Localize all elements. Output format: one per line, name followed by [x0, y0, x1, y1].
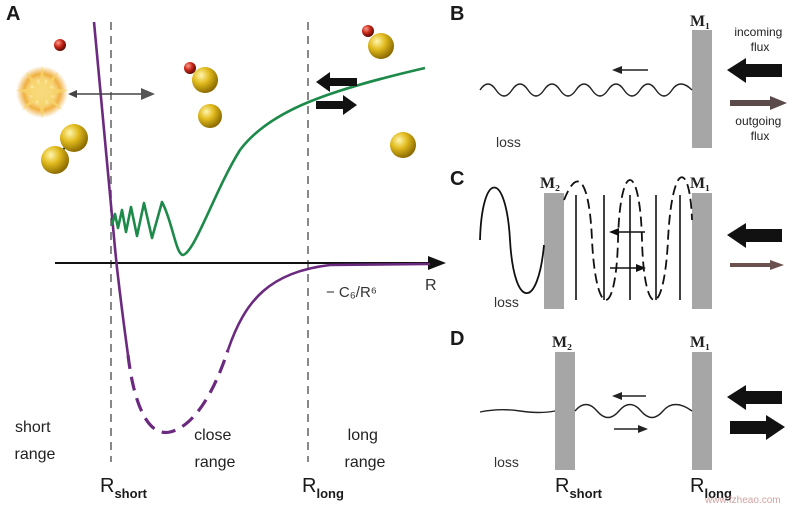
- reflected-arrowhead-c: [609, 228, 619, 236]
- gold-atom: [192, 67, 218, 93]
- panel-a: A R − C₆/R⁶: [6, 3, 446, 501]
- loss-label-d: loss: [494, 454, 519, 470]
- mirror-m1: [692, 30, 712, 148]
- incoming-arrow-a: [316, 72, 357, 92]
- r-short-label-d: Rshort: [555, 475, 603, 501]
- incoming-flux-arrow: [727, 58, 782, 83]
- reflected-arrowhead-d: [612, 392, 622, 400]
- mirror-m1-label: M₁: [690, 175, 710, 192]
- close-range-label: close range: [194, 427, 236, 471]
- gold-atom: [60, 124, 88, 152]
- leaked-wave-c: [479, 186, 545, 294]
- mirror-m1: [692, 193, 712, 309]
- r-short-label: Rshort: [100, 475, 148, 501]
- r-axis-arrowhead: [428, 256, 446, 270]
- mirror-m1-label: M₁: [690, 13, 710, 30]
- cavity-wave-d: [574, 403, 693, 419]
- panel-a-letter: A: [6, 3, 20, 25]
- outgoing-flux-arrow-c: [730, 260, 784, 270]
- outgoing-flux-arrow-d: [730, 415, 785, 440]
- panel-c-letter: C: [450, 168, 464, 190]
- forward-arrowhead-d: [638, 425, 648, 433]
- panel-c: C M₂ M₁ loss: [450, 168, 784, 310]
- wave-b: [479, 83, 693, 97]
- mirror-m2: [544, 193, 564, 309]
- loss-label-c: loss: [494, 294, 519, 310]
- incoming-flux-arrow-d: [727, 385, 782, 410]
- gold-atom: [368, 33, 394, 59]
- outgoing-arrow-a: [316, 95, 357, 115]
- red-atom: [184, 62, 196, 74]
- mirror-m1-label: M₁: [690, 334, 710, 351]
- potential-label: − C₆/R⁶: [326, 284, 377, 301]
- gold-atom: [390, 132, 416, 158]
- incoming-flux-label: incoming flux: [734, 25, 785, 54]
- red-atom: [54, 39, 66, 51]
- double-arrow-right: [141, 88, 155, 100]
- r-long-label-d: Rlong: [690, 475, 732, 501]
- forward-arrowhead-c: [636, 264, 646, 272]
- loss-label-b: loss: [496, 134, 521, 150]
- panel-b: B M₁ loss incoming flux outgoing flux: [450, 3, 787, 150]
- potential-curve: [92, 21, 130, 356]
- mirror-m1: [692, 352, 712, 470]
- mirror-m2-label: M₂: [540, 175, 560, 192]
- potential-tail: [226, 262, 431, 351]
- potential-well-dashed: [126, 349, 230, 435]
- panel-b-letter: B: [450, 3, 464, 25]
- double-arrow-left: [68, 90, 77, 98]
- r-long-label: Rlong: [302, 475, 344, 501]
- panel-d: D M₂ M₁ loss Rshort Rlong: [450, 328, 785, 501]
- leaked-wave-d: [479, 409, 556, 414]
- burst-spikes: [16, 66, 68, 118]
- gold-atom: [198, 104, 222, 128]
- cavity-wave-c: [563, 176, 693, 301]
- reflected-arrowhead-b: [612, 66, 622, 74]
- short-range-label: short range: [15, 419, 56, 463]
- outgoing-flux-label: outgoing flux: [735, 114, 784, 143]
- panel-d-letter: D: [450, 328, 464, 350]
- long-range-label: long range: [345, 427, 386, 471]
- outgoing-flux-arrow: [730, 96, 787, 110]
- incoming-flux-arrow-c: [727, 223, 782, 248]
- wavefunction-curve: [110, 66, 426, 257]
- r-axis-label: R: [425, 277, 437, 294]
- red-atom: [362, 25, 374, 37]
- mirror-m2-label: M₂: [552, 334, 572, 351]
- mirror-m2: [555, 352, 575, 470]
- gold-atom: [41, 146, 69, 174]
- watermark: www.fzheao.com: [704, 495, 781, 506]
